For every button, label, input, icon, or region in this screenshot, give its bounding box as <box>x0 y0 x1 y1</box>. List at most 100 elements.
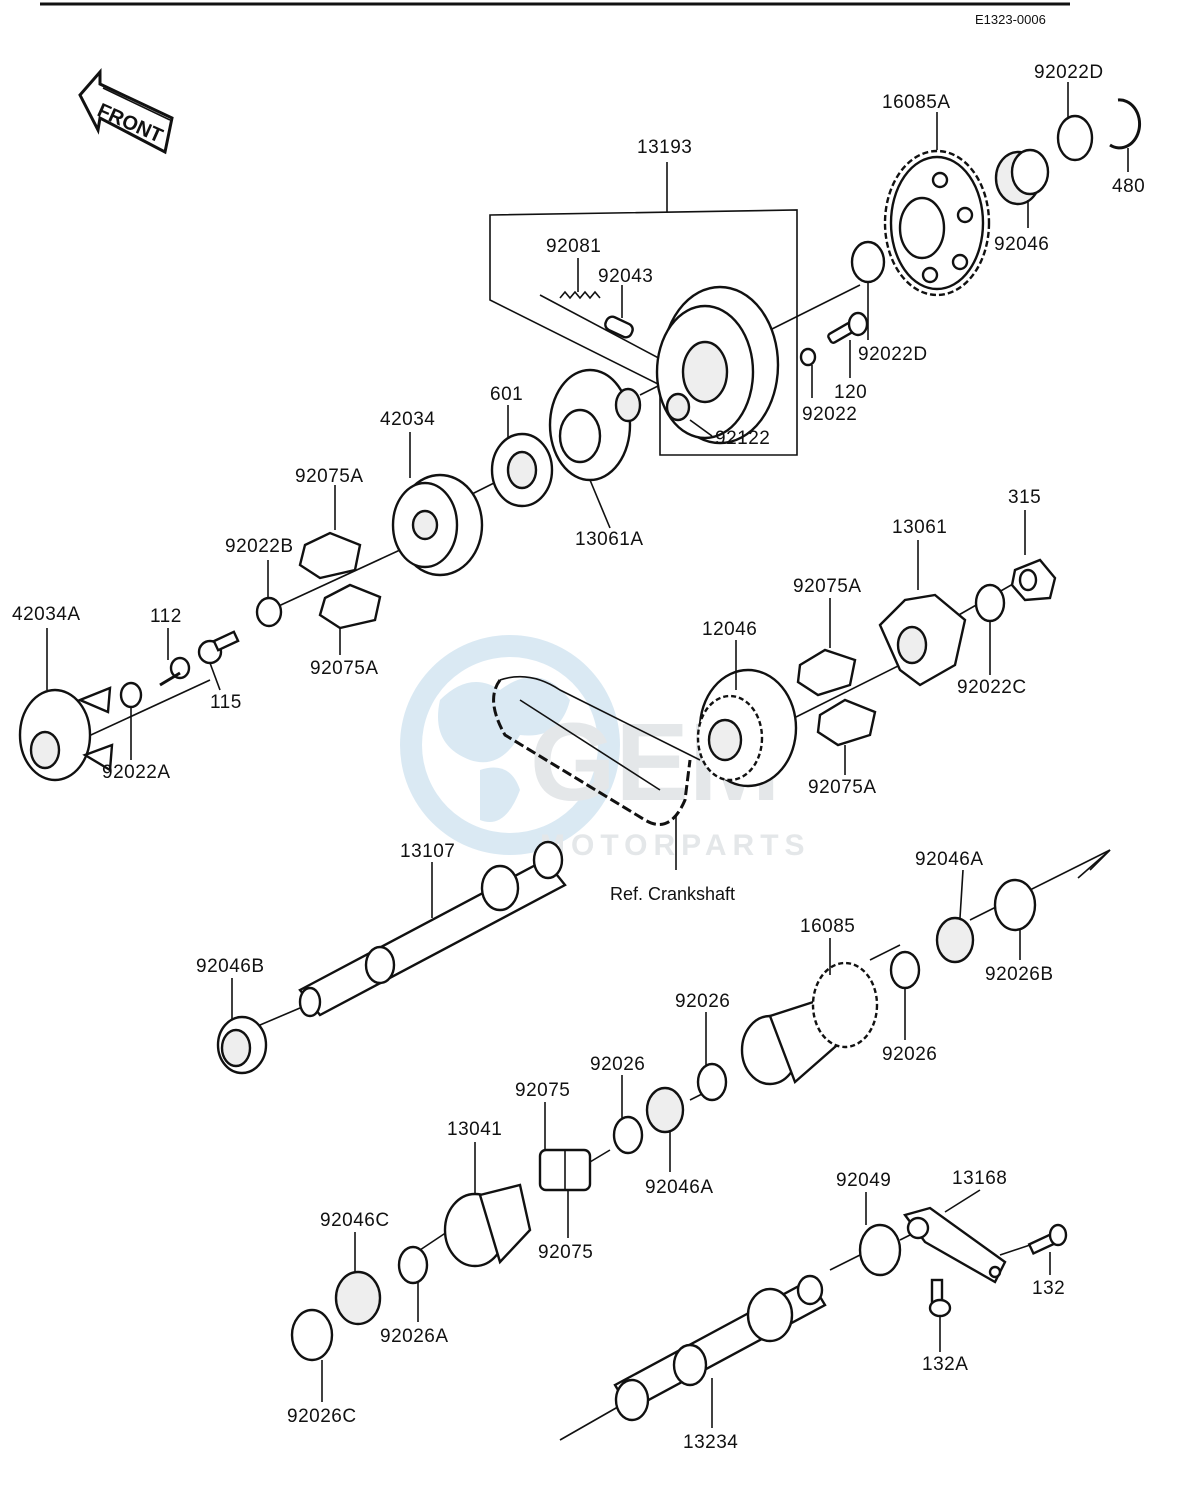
bolt-132A <box>928 1278 952 1318</box>
label-92043: 92043 <box>598 266 653 287</box>
label-92081: 92081 <box>546 236 601 257</box>
washer-92026A <box>397 1245 429 1285</box>
damper-92075A-4 <box>816 698 877 747</box>
front-arrow-icon: FRONT <box>78 67 174 155</box>
bolt-132 <box>1027 1223 1068 1256</box>
hub-13061 <box>878 593 967 687</box>
label-42034: 42034 <box>380 409 435 430</box>
label-92046A-1: 92046A <box>915 849 984 870</box>
spring-92081 <box>559 290 601 300</box>
damper-92075A-2 <box>318 583 382 630</box>
label-13234: 13234 <box>683 1432 738 1453</box>
label-12046: 12046 <box>702 619 757 640</box>
coupling-13041 <box>443 1183 532 1268</box>
nut-315 <box>1010 558 1057 602</box>
bearing-92046C <box>334 1270 382 1326</box>
circlip-480 <box>1109 98 1142 150</box>
bearing-92046A-right <box>935 916 975 964</box>
roller-92122 <box>665 392 691 422</box>
assembly-bracket-13193 <box>489 162 798 456</box>
label-315: 315 <box>1008 487 1041 508</box>
damper-housing-42034 <box>391 473 484 577</box>
label-132A: 132A <box>922 1354 968 1375</box>
label-13061A: 13061A <box>575 529 644 550</box>
gear-16085A <box>883 149 991 297</box>
label-42034A: 42034A <box>12 604 81 625</box>
label-13041: 13041 <box>447 1119 502 1140</box>
lever-13168 <box>902 1206 1007 1284</box>
watermark-subtitle: MOTORPARTS <box>540 829 811 862</box>
label-16085A: 16085A <box>882 92 951 113</box>
damper-92075A-3 <box>796 648 857 697</box>
label-92075A-2: 92075A <box>310 658 379 679</box>
label-92075-1: 92075 <box>515 1080 570 1101</box>
label-480: 480 <box>1112 176 1145 197</box>
label-13061: 13061 <box>892 517 947 538</box>
watermark-logo: GEM MOTORPARTS <box>400 635 811 862</box>
label-92026A: 92026A <box>380 1326 449 1347</box>
bearing-92046-top <box>994 148 1050 206</box>
label-120: 120 <box>834 382 867 403</box>
bolt-120 <box>827 311 869 344</box>
label-92026-1: 92026 <box>675 991 730 1012</box>
label-92075A-3: 92075A <box>793 576 862 597</box>
shaft-13234 <box>613 1274 827 1422</box>
washer-92022C <box>974 583 1006 623</box>
pin-92043 <box>604 315 634 339</box>
washer-92022B <box>255 596 283 628</box>
cover-42034A <box>18 686 114 782</box>
label-92022C: 92022C <box>957 677 1027 698</box>
label-92026-3: 92026 <box>882 1044 937 1065</box>
label-92022D-top: 92022D <box>1034 62 1104 83</box>
bearing-92046A-lower <box>645 1086 685 1134</box>
label-92046-top: 92046 <box>994 234 1049 255</box>
washer-92022 <box>799 347 817 367</box>
shaft-13107 <box>298 840 567 1018</box>
washer-92026-right <box>889 950 921 990</box>
dampers-92075 <box>538 1148 592 1192</box>
label-92022: 92022 <box>802 404 857 425</box>
label-92122: 92122 <box>715 428 770 449</box>
washer-92026-b <box>612 1115 644 1155</box>
leader-lines <box>46 82 1129 1428</box>
label-13107: 13107 <box>400 841 455 862</box>
label-601: 601 <box>490 384 523 405</box>
timing-chain <box>492 675 701 826</box>
damper-92075A-1 <box>298 531 362 580</box>
diagram-code: E1323-0006 <box>975 12 1046 27</box>
seal-92026C <box>290 1308 334 1362</box>
label-92026B: 92026B <box>985 964 1054 985</box>
washer-92026-a <box>696 1062 728 1102</box>
washer-92049 <box>858 1223 902 1277</box>
bearing-601 <box>490 432 554 508</box>
label-13193: 13193 <box>637 137 692 158</box>
sprocket-12046 <box>696 668 798 788</box>
gear-16085 <box>740 961 879 1086</box>
bolt-115 <box>197 630 240 665</box>
label-92022B: 92022B <box>225 536 294 557</box>
label-92075A-4: 92075A <box>808 777 877 798</box>
label-13168: 13168 <box>952 1168 1007 1189</box>
seal-92026B <box>993 878 1037 932</box>
label-112: 112 <box>150 606 182 627</box>
label-16085: 16085 <box>800 916 855 937</box>
label-92046B: 92046B <box>196 956 265 977</box>
label-92026C: 92026C <box>287 1406 357 1427</box>
label-92075-2: 92075 <box>538 1242 593 1263</box>
hub-13061A <box>548 368 642 482</box>
bolt-112 <box>159 656 191 687</box>
label-92046A-2: 92046A <box>645 1177 714 1198</box>
label-92046C: 92046C <box>320 1210 390 1231</box>
label-92022D-mid: 92022D <box>858 344 928 365</box>
washer-92022D-mid <box>850 240 886 284</box>
washer-92022A <box>119 681 143 709</box>
label-132: 132 <box>1032 1278 1065 1299</box>
label-92026-2: 92026 <box>590 1054 645 1075</box>
label-92075A-1: 92075A <box>295 466 364 487</box>
label-92022A: 92022A <box>102 762 171 783</box>
label-115: 115 <box>210 692 242 713</box>
reference-crankshaft-label: Ref. Crankshaft <box>610 884 735 904</box>
label-92049: 92049 <box>836 1170 891 1191</box>
bearing-92046B <box>216 1015 268 1075</box>
